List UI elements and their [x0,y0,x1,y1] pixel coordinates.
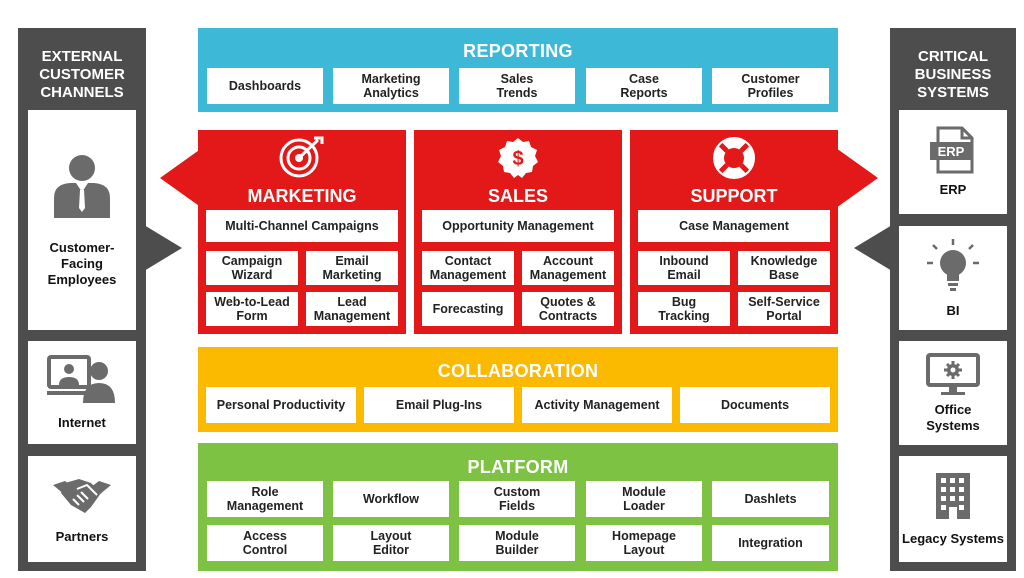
right-column-title: CRITICAL BUSINESS SYSTEMS [914,48,992,101]
reporting-item: Marketing Analytics [333,68,449,104]
marketing-item: Campaign Wizard [206,251,298,285]
marketing-item: Lead Management [306,292,398,326]
dollar-sign: $ [512,148,523,170]
platform-item: Module Builder [459,525,575,561]
left-connector-arrow [144,225,182,271]
target-icon [278,136,324,183]
reporting-item: Customer Profiles [712,68,829,104]
reporting-band: REPORTING Dashboards Marketing Analytics… [198,28,838,112]
left-item-partners: Partners [28,456,136,562]
right-item-erp: ERP ERP [899,110,1007,214]
sales-wide-item: Opportunity Management [422,210,614,242]
monitor-gear-icon [925,352,981,396]
support-arrow-head [836,148,878,208]
platform-band: PLATFORM Role Management Workflow Custom… [198,443,838,571]
right-item-legacy: Legacy Systems [899,456,1007,562]
collaboration-item: Activity Management [522,387,672,423]
support-panel: SUPPORT Case Management Inbound Email Kn… [630,130,838,334]
employee-icon [50,152,114,218]
marketing-panel: MARKETING Multi-Channel Campaigns Campai… [198,130,406,334]
dollar-badge-icon: $ [496,136,540,185]
platform-item: Workflow [333,481,449,517]
sales-title: SALES [487,186,548,206]
erp-document-icon: ERP [928,126,978,174]
collaboration-title: COLLABORATION [437,361,599,381]
right-item-office: Office Systems [899,341,1007,445]
sales-panel: $ SALES Opportunity Management Contact M… [414,130,622,334]
platform-item: Homepage Layout [586,525,702,561]
platform-item: Dashlets [712,481,829,517]
marketing-wide-item: Multi-Channel Campaigns [206,210,398,242]
reporting-item: Dashboards [207,68,323,104]
internet-users-icon [47,354,117,403]
collaboration-band: COLLABORATION Personal Productivity Emai… [198,347,838,432]
right-connector-arrow [854,225,892,271]
support-item: Bug Tracking [638,292,730,326]
right-item-label: BI [946,303,960,318]
right-item-bi: BI [899,226,1007,330]
platform-item: Module Loader [586,481,702,517]
left-item-employees: Customer- Facing Employees [28,110,136,330]
right-item-label: Legacy Systems [902,531,1004,546]
lifebuoy-icon [710,134,758,187]
building-icon [930,471,976,519]
reporting-item: Case Reports [586,68,702,104]
reporting-title: REPORTING [463,41,573,61]
platform-item: Integration [712,525,829,561]
collaboration-item: Email Plug-Ins [364,387,514,423]
support-item: Knowledge Base [738,251,830,285]
left-column-title: EXTERNAL CUSTOMER CHANNELS [39,48,125,101]
platform-title: PLATFORM [467,457,569,477]
sales-item: Quotes & Contracts [522,292,614,326]
marketing-item: Email Marketing [306,251,398,285]
marketing-title: MARKETING [247,186,357,206]
marketing-arrow-head [160,148,202,208]
support-item: Inbound Email [638,251,730,285]
support-item: Self-Service Portal [738,292,830,326]
support-title: SUPPORT [690,186,778,206]
left-item-label: Partners [55,529,109,544]
left-item-label: Customer- Facing Employees [47,240,117,287]
platform-item: Custom Fields [459,481,575,517]
handshake-icon [51,473,113,515]
sales-item: Contact Management [422,251,514,285]
reporting-item: Sales Trends [459,68,575,104]
platform-item: Access Control [207,525,323,561]
platform-item: Role Management [207,481,323,517]
right-item-label: ERP [939,182,967,197]
left-item-internet: Internet [28,341,136,444]
sales-item: Account Management [522,251,614,285]
right-item-label: Office Systems [926,402,980,433]
lightbulb-icon [925,237,981,293]
collaboration-item: Documents [680,387,830,423]
left-item-label: Internet [58,414,106,430]
collaboration-item: Personal Productivity [206,387,356,423]
erp-icon-text: ERP [938,144,965,159]
sales-item: Forecasting [422,292,514,326]
marketing-item: Web-to-Lead Form [206,292,298,326]
support-wide-item: Case Management [638,210,830,242]
platform-item: Layout Editor [333,525,449,561]
